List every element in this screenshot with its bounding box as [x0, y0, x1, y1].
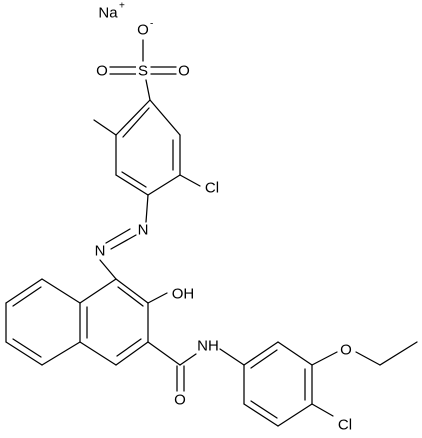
bond-naph-to-carbonyl	[147, 341, 181, 366]
ring-c-bond-1-inner	[250, 349, 278, 369]
naph-right-bond-1-inner	[117, 286, 144, 307]
bond-ring-c-chloro	[311, 403, 334, 417]
naph-left-bond-1	[41, 278, 81, 304]
bond-ring-to-sulfur	[145, 79, 151, 101]
naph-right-bond-3-inner	[116, 338, 142, 357]
ring-a-bond-1	[149, 99, 181, 136]
amide-oxygen-label: O	[174, 392, 186, 409]
ring-c-bond-5	[243, 403, 279, 427]
bond-nh-to-ring-c	[219, 348, 245, 366]
ring-a-bond-6	[115, 99, 151, 136]
bond-carbonyl-to-nh	[179, 353, 197, 366]
ring-c-bond-2	[277, 341, 313, 366]
bond-ethyl	[379, 341, 418, 366]
bond-methyl	[93, 119, 117, 136]
ring-a-bond-3	[147, 174, 181, 196]
naph-left-bond-4	[5, 341, 43, 366]
ring-a-bond-4	[115, 174, 149, 196]
naph-left-bond-4-inner	[12, 338, 42, 358]
ring-c-bond-4	[277, 403, 313, 427]
bond-ring-c-to-ether-o	[311, 351, 338, 366]
bond-ring-a-chloro	[179, 174, 201, 187]
naph-right-bond-5	[79, 278, 117, 304]
ring-a-chloro-label: Cl	[205, 180, 219, 197]
ether-oxygen-label: O	[340, 342, 352, 359]
bond-ring-a-to-n1	[145, 194, 149, 223]
ring-a-bond-4-inner	[121, 171, 147, 188]
naph-right-bond-1	[115, 278, 149, 304]
hydroxyl-label: OH	[172, 286, 195, 303]
ring-a-bond-6-inner	[122, 107, 150, 138]
sulfonate-oxygen-charge: -	[150, 19, 153, 30]
ring-c-bond-5-inner	[250, 400, 278, 419]
sulfonate-oxygen-top: O	[137, 22, 149, 39]
naph-left-bond-2	[5, 278, 43, 304]
naph-left-bond-2-inner	[12, 286, 42, 307]
naph-left-bond-5	[41, 341, 81, 366]
ring-c-bond-1	[243, 341, 279, 366]
naph-right-bond-3	[115, 341, 149, 366]
sodium-charge: +	[119, 1, 125, 12]
sulfur-label: S	[138, 63, 148, 80]
azo-nitrogen-2: N	[95, 243, 106, 260]
bond-ether-o-to-ch2	[355, 351, 381, 366]
bond-n2-to-naphthalene	[99, 259, 117, 280]
bond-azo-double-a	[110, 234, 137, 250]
bond-azo-double-b	[105, 228, 131, 244]
amide-nh-label: NH	[197, 338, 219, 355]
azo-nitrogen-1: N	[138, 222, 149, 239]
sulfur-label-bg	[136, 62, 150, 79]
ring-c-chloro-label: Cl	[338, 417, 352, 434]
sulfonate-oxygen-right: O	[178, 63, 190, 80]
bond-hydroxyl	[147, 292, 168, 304]
sodium-label: Na	[98, 5, 118, 22]
sulfonate-oxygen-left: O	[96, 63, 108, 80]
naph-right-bond-4	[79, 341, 117, 366]
